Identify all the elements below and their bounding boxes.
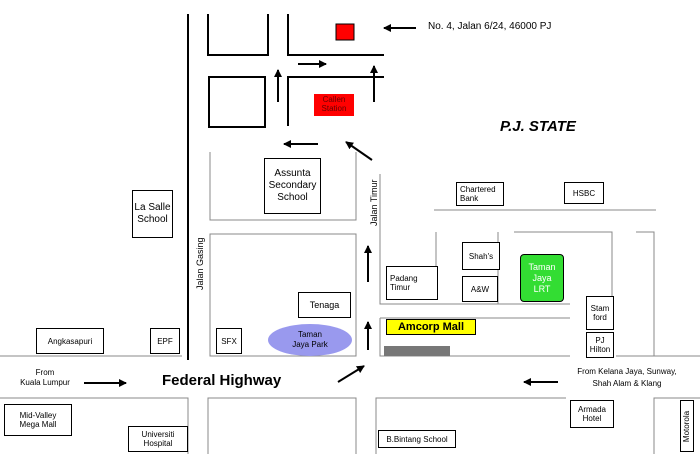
sfx-box: SFX (216, 328, 242, 354)
highway-south-edge-left (0, 397, 189, 454)
amcorp-mall-box: Amcorp Mall (386, 319, 476, 335)
aw-box: A&W (462, 276, 498, 302)
from-kelana-label: From Kelana Jaya, Sunway, Shah Alam & Kl… (577, 367, 677, 388)
mid-right-block (287, 76, 384, 126)
mid-left-block (208, 76, 266, 128)
taman-jaya-lrt-box: Taman Jaya LRT (520, 254, 564, 302)
mid-valley-box: Mid-Valley Mega Mall (4, 404, 72, 436)
highway-south-block-far (653, 397, 700, 454)
taman-jaya-park-label: Taman Jaya Park (292, 330, 328, 349)
shahs-box: Shah's (462, 242, 500, 270)
amcorp-block-bottom (379, 318, 570, 357)
taman-jaya-park-fill (268, 324, 352, 356)
tenaga-box: Tenaga (298, 292, 351, 318)
armada-hotel-box: Armada Hotel (570, 400, 614, 428)
chartered-bank-box: Chartered Bank (456, 182, 504, 206)
diagonal-arrow-upper (345, 141, 373, 161)
state-label: P.J. STATE (500, 118, 576, 135)
pj-hilton-box: PJ Hilton (586, 332, 614, 358)
padang-block-outline (379, 174, 570, 305)
motorola-box: Motorola (680, 400, 694, 452)
la-salle-box: La Salle School (132, 190, 173, 238)
jalan-timur-label: Jalan Timur (369, 179, 379, 226)
hsbc-box: HSBC (564, 182, 604, 204)
padang-timur-box: Padang Timur (386, 266, 438, 300)
top-left-block (207, 14, 269, 56)
federal-highway-label: Federal Highway (162, 372, 282, 389)
bintang-school-box: B.Bintang School (378, 430, 456, 448)
highway-south-block-mid (207, 397, 357, 454)
callen-station-fill (314, 94, 354, 116)
highway-south-block-right (375, 397, 566, 454)
diagonal-arrow-lower (337, 365, 365, 383)
address-label: No. 4, Jalan 6/24, 46000 PJ (428, 21, 552, 32)
lrt-block-outline (514, 231, 613, 318)
assunta-block-outline (209, 152, 357, 221)
motorola-label: Motorola (682, 410, 692, 442)
jalan-gasing-label: Jalan Gasing (195, 237, 205, 290)
epf-box: EPF (150, 328, 180, 354)
top-right-block (287, 14, 384, 56)
destination-marker (335, 23, 355, 41)
grey-bar (384, 346, 450, 356)
angkasapuri-box: Angkasapuri (36, 328, 104, 354)
assunta-box: Assunta Secondary School (264, 158, 321, 214)
callen-station-label: Callen Station (321, 95, 347, 113)
right-block-outline (636, 231, 655, 356)
universiti-hospital-box: Universiti Hospital (128, 426, 188, 452)
stamford-box: Stam ford (586, 296, 614, 330)
park-block-outline (209, 233, 357, 357)
from-kl-label: From Kuala Lumpur (20, 368, 70, 387)
